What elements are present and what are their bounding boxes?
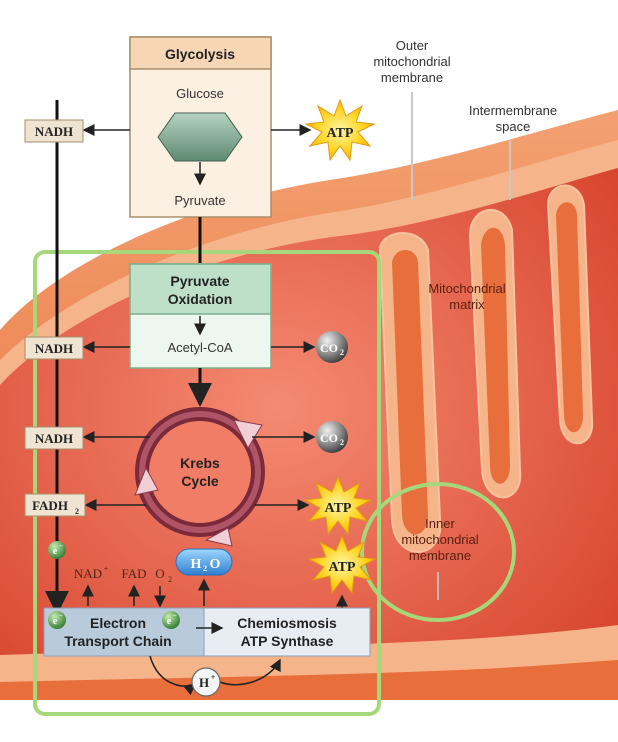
oxidation-header xyxy=(129,263,272,315)
matrix-label-line-2: matrix xyxy=(449,297,485,312)
svg-text:−: − xyxy=(59,542,63,550)
etc-chemiosmosis-bar: Electron Transport Chain Chemiosmosis AT… xyxy=(43,607,371,657)
nad-label: NAD + xyxy=(74,564,109,581)
nadh-badge: NADH xyxy=(24,119,84,143)
electron-ball-icon: e − xyxy=(162,611,180,629)
outer-membrane-label: Outer mitochondrial membrane xyxy=(373,38,450,85)
acetyl-coa-label: Acetyl-CoA xyxy=(167,340,232,355)
atp-star-icon: ATP xyxy=(307,534,377,595)
highlight-box xyxy=(33,250,381,716)
crista-fold xyxy=(392,250,428,535)
svg-text:H: H xyxy=(191,557,202,572)
oxidation-title-line-1: Pyruvate xyxy=(170,273,229,289)
co2-ball-icon: CO 2 xyxy=(316,421,348,453)
svg-text:O: O xyxy=(155,566,164,581)
svg-text:NADH: NADH xyxy=(35,431,73,446)
svg-text:2: 2 xyxy=(168,575,172,584)
svg-text:−: − xyxy=(59,612,63,620)
krebs-line-1: Krebs xyxy=(180,455,220,471)
h2o-pill-icon: H 2 O xyxy=(175,548,233,576)
svg-text:2: 2 xyxy=(75,507,79,516)
inner-label-line-3: membrane xyxy=(409,548,471,563)
o2-label: O 2 xyxy=(155,566,172,584)
outer-label-line-2: mitochondrial xyxy=(373,54,450,69)
svg-text:ATP: ATP xyxy=(329,560,356,575)
svg-text:−: − xyxy=(173,612,177,620)
inner-membrane-label: Inner mitochondrial membrane xyxy=(401,516,478,563)
svg-text:e: e xyxy=(167,616,172,627)
svg-text:+: + xyxy=(104,564,109,573)
oxidation-title-line-2: Oxidation xyxy=(168,291,233,307)
crista-fold xyxy=(556,202,583,433)
atp-star-icon: ATP xyxy=(303,475,373,536)
outer-membrane-bottom xyxy=(0,660,618,700)
svg-text:ATP: ATP xyxy=(327,126,354,141)
electron-ball-icon: e − xyxy=(48,541,66,559)
etc-line-2: Transport Chain xyxy=(64,633,171,649)
svg-text:NAD: NAD xyxy=(74,566,102,581)
svg-text:ATP: ATP xyxy=(325,501,352,516)
fad-label: FAD xyxy=(121,566,146,581)
svg-text:CO: CO xyxy=(320,341,338,355)
krebs-cycle-icon: Krebs Cycle xyxy=(134,407,265,547)
etc-line-1: Electron xyxy=(90,615,146,631)
svg-text:O: O xyxy=(210,557,221,572)
pyruvate-oxidation-box: Pyruvate Oxidation Acetyl-CoA xyxy=(129,263,272,369)
glycolysis-title: Glycolysis xyxy=(165,46,235,62)
proton-ball-icon: H + xyxy=(191,667,221,697)
matrix-label-line-1: Mitochondrial xyxy=(428,281,505,296)
krebs-line-2: Cycle xyxy=(181,473,219,489)
glycolysis-header xyxy=(129,36,272,70)
outer-label-line-1: Outer xyxy=(396,38,429,53)
co2-ball-icon: CO 2 xyxy=(316,331,348,363)
atp-star-icon: ATP xyxy=(304,98,376,162)
intermembrane-label-line-2: space xyxy=(496,119,531,134)
nadh-badge: NADH xyxy=(24,336,84,360)
crista-fold xyxy=(481,227,510,484)
svg-text:e: e xyxy=(53,546,58,557)
chemiosmosis-line-2: ATP Synthase xyxy=(241,633,334,649)
glucose-label: Glucose xyxy=(176,86,224,101)
svg-text:e: e xyxy=(53,616,58,627)
svg-text:2: 2 xyxy=(340,348,344,357)
proton-arrow-out xyxy=(219,658,281,686)
background-bottom xyxy=(0,700,618,742)
electron-ball-icon: e − xyxy=(48,611,66,629)
svg-text:NADH: NADH xyxy=(35,341,73,356)
svg-text:CO: CO xyxy=(320,431,338,445)
nadh-badge: NADH xyxy=(24,426,84,450)
inner-label-line-1: Inner xyxy=(425,516,455,531)
glycolysis-box: Glycolysis Glucose Pyruvate xyxy=(129,36,272,218)
svg-text:+: + xyxy=(211,673,216,682)
fadh2-badge: FADH 2 xyxy=(24,493,86,517)
glucose-hexagon-icon xyxy=(157,112,243,162)
matrix-label: Mitochondrial matrix xyxy=(428,281,505,312)
pyruvate-label: Pyruvate xyxy=(174,193,225,208)
svg-text:FADH: FADH xyxy=(32,498,68,513)
svg-text:NADH: NADH xyxy=(35,124,73,139)
intermembrane-label: Intermembrane space xyxy=(469,103,557,134)
svg-text:H: H xyxy=(199,675,209,690)
highlight-circle xyxy=(360,482,516,622)
inner-label-line-2: mitochondrial xyxy=(401,532,478,547)
svg-text:2: 2 xyxy=(203,564,207,573)
outer-label-line-3: membrane xyxy=(381,70,443,85)
svg-text:2: 2 xyxy=(340,438,344,447)
intermembrane-label-line-1: Intermembrane xyxy=(469,103,557,118)
chemiosmosis-box xyxy=(203,607,371,657)
chemiosmosis-line-1: Chemiosmosis xyxy=(237,615,337,631)
